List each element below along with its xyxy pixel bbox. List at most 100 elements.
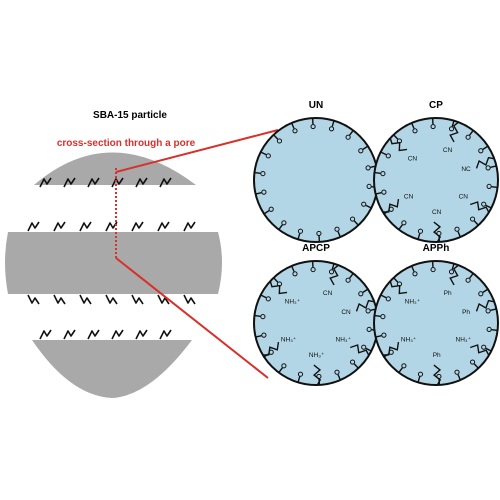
pore-un: UN: [253, 100, 379, 243]
silanol-oxygen: [485, 308, 491, 314]
silanol-stub: [260, 151, 267, 156]
silanol-stub: [374, 314, 381, 317]
silanol-stub: [398, 224, 403, 231]
cross-section-annotation: cross-section through a pore: [57, 138, 196, 149]
silanol-oxygen: [361, 344, 367, 350]
alkyl-chain: [389, 137, 408, 152]
alkyl-chain: [329, 264, 339, 286]
silanol-stub: [473, 363, 479, 369]
silanol-stub: [337, 374, 341, 381]
silanol-oxygen: [454, 369, 460, 375]
silanol-oxygen: [481, 201, 487, 207]
silanol-oxygen: [349, 359, 356, 365]
silanol-stub: [291, 122, 295, 129]
functional-group-label: NC: [461, 166, 471, 173]
functional-group-label: CN: [404, 193, 414, 200]
silanol-stub: [362, 288, 369, 293]
alkyl-chain: [269, 280, 288, 295]
silanol-oxygen: [485, 165, 491, 171]
silanol-oxygen: [380, 170, 386, 177]
surface-group-hook: [105, 294, 118, 305]
surface-group-hook: [111, 177, 124, 188]
silanol-stub: [393, 277, 399, 283]
surface-group-hook: [159, 329, 172, 340]
functional-group-label: Ph: [462, 309, 470, 316]
alkyl-chain: [350, 344, 370, 356]
silanol-oxygen: [328, 126, 335, 132]
functional-group-label: NH₃⁺: [309, 352, 325, 359]
alkyl-chain: [382, 341, 400, 356]
silanol-oxygen: [454, 226, 460, 232]
silanol-stub: [278, 224, 283, 231]
silanol-stub: [273, 277, 279, 283]
alkyl-chain: [432, 364, 442, 386]
silanol-stub: [491, 186, 498, 189]
sba15-particle: [5, 152, 222, 398]
pore-label: APCP: [302, 243, 330, 254]
silanol-stub: [398, 367, 403, 374]
silanol-stub: [411, 122, 415, 129]
silanol-stub: [278, 367, 283, 374]
silanol-oxygen: [481, 344, 487, 350]
functional-group-label: NH₃⁺: [336, 337, 352, 344]
silanol-oxygen: [365, 308, 371, 314]
silanol-stub: [255, 192, 262, 195]
silanol-oxygen: [365, 165, 371, 171]
silanol-oxygen: [486, 326, 492, 333]
alkyl-chain: [312, 364, 322, 386]
silanol-stub: [469, 129, 474, 136]
silanol-oxygen: [478, 291, 484, 297]
functional-group-label: NH₃⁺: [456, 337, 472, 344]
silanol-stub: [297, 376, 301, 383]
surface-group-hook: [135, 329, 148, 340]
silanol-oxygen: [268, 206, 274, 212]
silanol-stub: [365, 347, 372, 352]
silanol-oxygen: [297, 371, 304, 377]
silanol-oxygen: [334, 226, 340, 232]
silanol-oxygen: [345, 277, 351, 283]
silanol-stub: [482, 145, 489, 150]
functional-group-label: Ph: [433, 352, 441, 359]
silanol-oxygen: [366, 183, 372, 190]
silanol-stub: [375, 192, 382, 195]
silanol-oxygen: [358, 291, 364, 297]
particle-title: SBA-15 particle: [93, 110, 167, 121]
surface-group-hook: [157, 221, 170, 232]
alkyl-chain: [382, 198, 400, 213]
silanol-oxygen: [417, 371, 424, 377]
surface-group-hook: [39, 177, 52, 188]
functional-group-label: CN: [443, 147, 453, 154]
silanol-stub: [482, 288, 489, 293]
functional-group-label: NH₃⁺: [281, 336, 297, 343]
surface-group-hook: [27, 221, 40, 232]
surface-group-hook: [63, 329, 76, 340]
silanol-oxygen: [385, 153, 391, 159]
alkyl-chain: [262, 341, 280, 356]
surface-group-hook: [79, 294, 92, 305]
silanol-stub: [380, 294, 387, 299]
silanol-oxygen: [385, 296, 391, 302]
alkyl-chain: [470, 344, 490, 356]
silanol-oxygen: [486, 183, 492, 190]
silanol-stub: [349, 272, 354, 279]
silanol-oxygen: [465, 277, 471, 283]
silanol-oxygen: [478, 148, 484, 154]
silanol-stub: [365, 204, 372, 209]
alkyl-chain: [355, 299, 375, 312]
surface-group-hook: [157, 294, 170, 305]
silanol-stub: [297, 233, 301, 240]
silanol-stub: [362, 145, 369, 150]
silanol-stub: [254, 171, 261, 174]
silanol-oxygen: [281, 363, 287, 369]
silanol-stub: [254, 314, 261, 317]
silanol-oxygen: [349, 216, 356, 222]
silanol-stub: [490, 308, 497, 311]
alkyl-chain: [449, 121, 459, 143]
functional-group-label: NH₃⁺: [405, 298, 421, 305]
silanol-oxygen: [469, 359, 476, 365]
